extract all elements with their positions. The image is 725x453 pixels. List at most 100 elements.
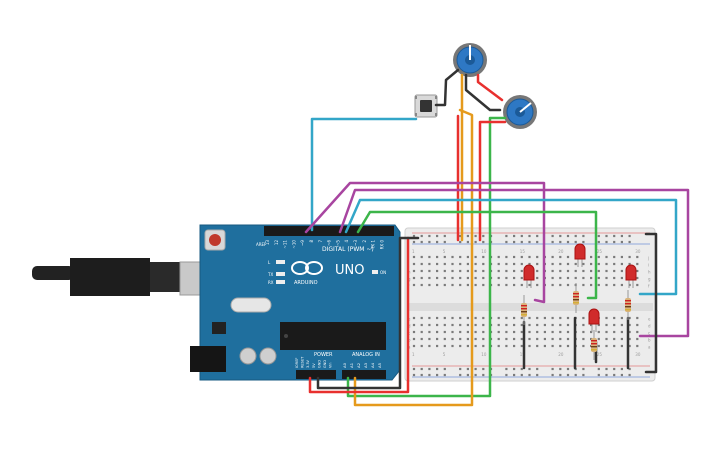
digital-pin-label: TX 1 xyxy=(371,240,376,250)
column-number: 30 xyxy=(635,352,641,357)
wire-blue-led3[interactable] xyxy=(344,198,678,296)
column-number: 10 xyxy=(481,249,487,254)
row-letter: c xyxy=(648,331,650,336)
reset-button-cap xyxy=(209,234,221,246)
power-header xyxy=(296,370,336,379)
column-number: 5 xyxy=(443,249,446,254)
column-number: 20 xyxy=(558,352,564,357)
power-header-label: POWER xyxy=(314,352,333,358)
digital-pin-label: ~11 xyxy=(283,240,288,249)
digital-pin-label: 7 xyxy=(318,240,323,243)
led-3[interactable] xyxy=(625,264,637,288)
digital-pin-label: ~3 xyxy=(353,240,358,246)
board-maker: ARDUINO xyxy=(294,280,318,286)
wire-green-led2[interactable] xyxy=(356,210,598,300)
led-2[interactable] xyxy=(574,243,586,267)
row-letter: g xyxy=(648,277,651,282)
board-brand: UNO xyxy=(335,263,364,278)
wire-black-button[interactable] xyxy=(434,68,460,107)
atmega-chip xyxy=(280,322,386,350)
row-letter: a xyxy=(408,345,411,350)
push-button[interactable] xyxy=(414,94,438,118)
row-letter: i xyxy=(648,263,649,268)
digital-pin-label: ~6 xyxy=(327,240,332,246)
row-letter: d xyxy=(408,324,411,329)
wire-red-pot2[interactable] xyxy=(478,120,507,242)
analog-pin-label: A5 xyxy=(377,362,382,368)
analog-pin-label: A1 xyxy=(349,362,354,368)
power-pin-label: GND xyxy=(323,360,327,368)
power-pin-label: 5V xyxy=(312,363,316,368)
analog-pin-label: A4 xyxy=(370,362,375,368)
resistor-1[interactable] xyxy=(521,295,527,325)
wire-red-pot[interactable] xyxy=(476,73,504,102)
capacitor xyxy=(259,347,277,365)
potentiometer-1[interactable] xyxy=(453,43,487,77)
wire-black-rail[interactable] xyxy=(644,232,658,374)
breadboard-holes xyxy=(412,234,639,377)
wire-red-5v[interactable] xyxy=(308,236,410,394)
column-number: 30 xyxy=(635,249,641,254)
wire-black-pot[interactable] xyxy=(464,73,502,112)
digital-pin-label: ~9 xyxy=(300,240,305,246)
digital-pin-label: ~5 xyxy=(335,240,340,246)
power-pin-label: IOREF xyxy=(295,358,299,368)
crystal xyxy=(230,297,272,313)
wire-black-gnd[interactable] xyxy=(316,236,420,390)
wire-green-pot-a1[interactable] xyxy=(346,116,507,398)
digital-pin-label: 2 xyxy=(362,240,367,243)
row-letter: e xyxy=(408,317,411,322)
digital-header xyxy=(264,226,394,236)
row-letter: e xyxy=(648,317,651,322)
column-number: 15 xyxy=(520,249,526,254)
row-letter: b xyxy=(648,338,651,343)
row-letter: g xyxy=(408,277,411,282)
led-4[interactable] xyxy=(588,308,600,332)
power-pin-label: GND xyxy=(317,360,321,368)
arduino-logo xyxy=(291,261,323,275)
column-number: 5 xyxy=(443,352,446,357)
column-number: 1 xyxy=(412,352,415,357)
capacitor xyxy=(239,347,257,365)
column-number: 10 xyxy=(481,352,487,357)
rx-label: RX xyxy=(268,280,274,285)
wire-purple-led1[interactable] xyxy=(304,181,546,304)
power-pin-label: 3.3V xyxy=(306,359,310,368)
column-number: 20 xyxy=(558,249,564,254)
power-pin-label: Vin xyxy=(329,362,333,368)
analog-pin-label: A2 xyxy=(356,362,361,368)
wire-orange-a0[interactable] xyxy=(353,108,474,407)
digital-pin-label: RX 0 xyxy=(379,240,384,250)
digital-pin-label: 4 xyxy=(344,240,349,243)
wire-purple-led4[interactable] xyxy=(338,188,690,338)
resistor-3[interactable] xyxy=(625,290,631,320)
digital-pin-label: 13 xyxy=(265,240,270,246)
resistor-4[interactable] xyxy=(591,330,597,360)
digital-header-label: DIGITAL (PWM ~) xyxy=(322,246,374,253)
resistors xyxy=(521,283,631,360)
analog-pin-label: A0 xyxy=(342,362,347,368)
wire-blue-button[interactable] xyxy=(310,117,418,232)
row-letter: b xyxy=(408,338,411,343)
l-label: L xyxy=(268,260,271,265)
analog-header xyxy=(342,370,386,379)
column-number: 25 xyxy=(597,249,603,254)
row-letter: f xyxy=(648,284,650,289)
row-letter: d xyxy=(648,324,651,329)
row-letter: h xyxy=(408,270,411,275)
row-letter: h xyxy=(648,270,651,275)
power-pin-label: RESET xyxy=(301,356,305,368)
resistor-2[interactable] xyxy=(573,283,579,313)
aref-label: AREF xyxy=(256,242,267,247)
digital-pin-label: 8 xyxy=(309,240,314,243)
tx-label: TX xyxy=(267,272,273,277)
voltage-regulator xyxy=(212,322,226,334)
led-1[interactable] xyxy=(523,264,535,288)
analog-header-label: ANALOG IN xyxy=(352,352,380,358)
potentiometer-2[interactable] xyxy=(503,95,537,129)
